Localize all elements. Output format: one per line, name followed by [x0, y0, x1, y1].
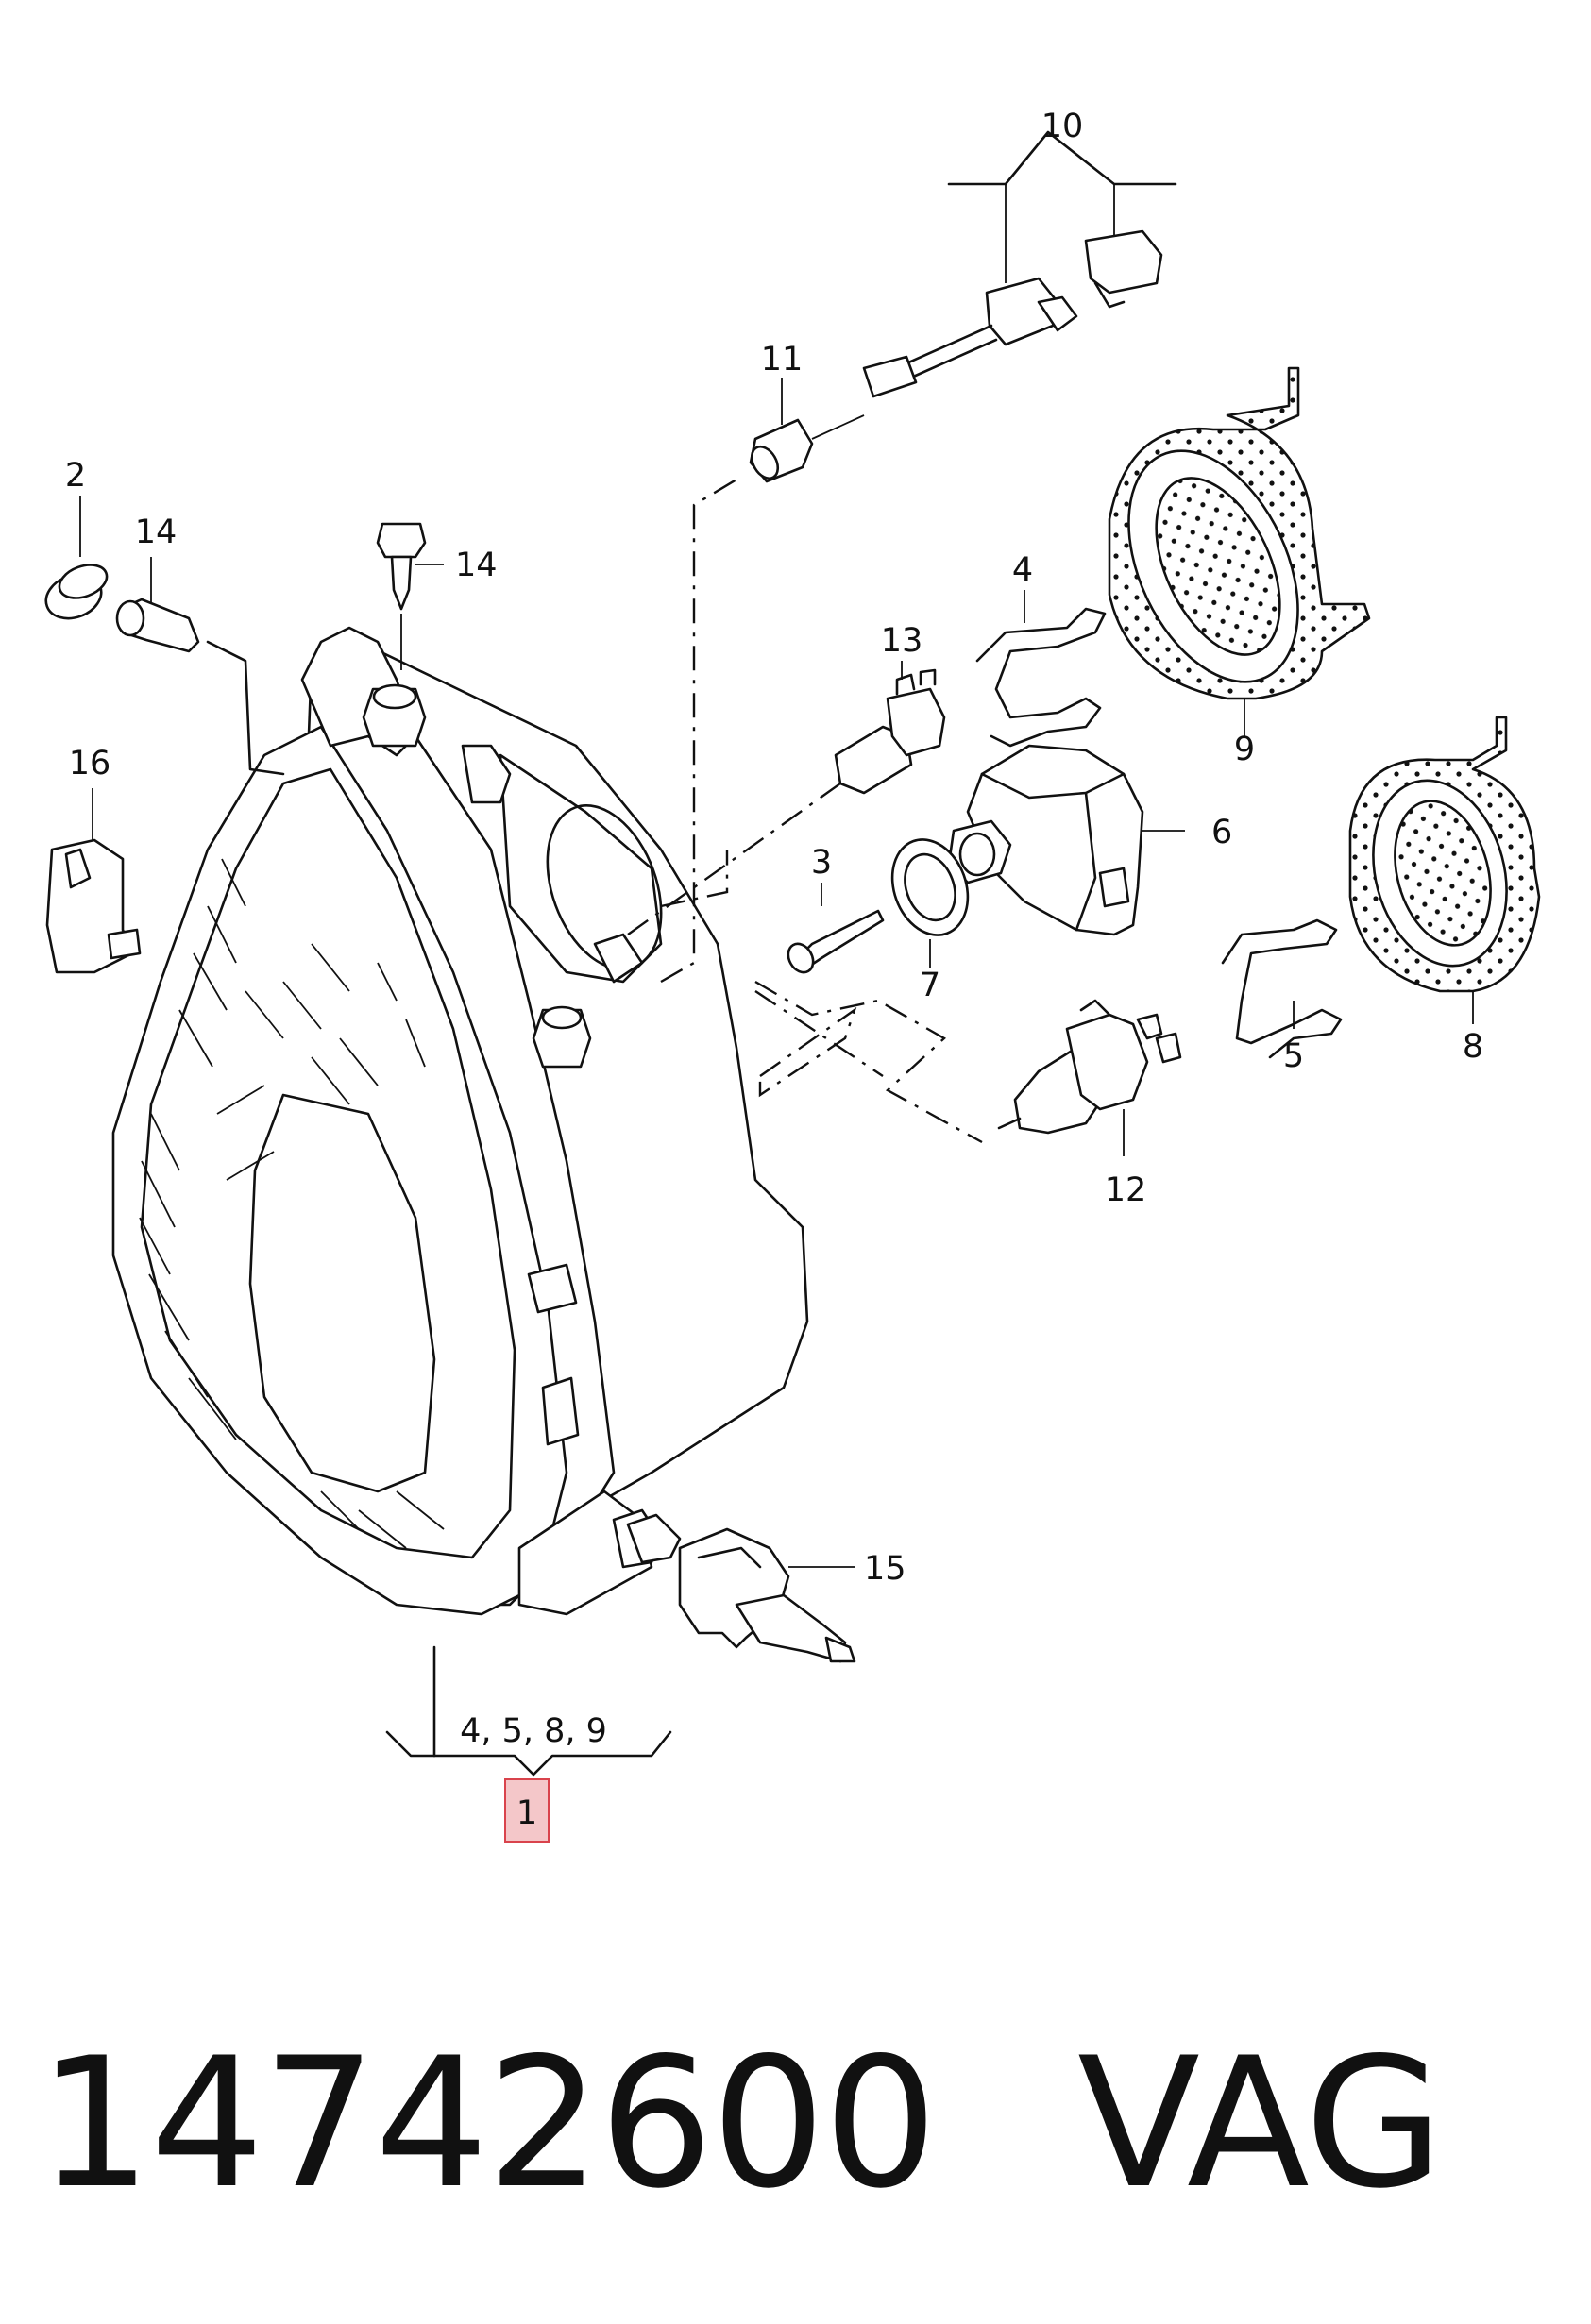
callout-8: 8 [1463, 1028, 1483, 1066]
callout-13: 13 [881, 622, 923, 660]
bulb-part-12 [997, 999, 1182, 1156]
adjusting-screw-part-3 [787, 883, 885, 974]
brand-name: VAG [1077, 2019, 1444, 2228]
connector-bracket-part-15 [626, 1513, 856, 1663]
spring-clip-part-5 [1221, 918, 1343, 1059]
spring-clip-part-4 [975, 590, 1107, 748]
leader-lines [206, 475, 983, 1144]
callout-2: 2 [65, 457, 86, 495]
gasket-part-7 [890, 838, 970, 968]
callout-labels: 1 2 3 4 5 6 7 8 9 10 11 12 13 14 14 15 1… [65, 108, 1483, 1832]
callout-11: 11 [761, 341, 804, 379]
group-bracket [385, 1645, 672, 1777]
headlight-housing [111, 626, 809, 1616]
sealing-cap-part-9 [1108, 366, 1371, 736]
callout-16: 16 [69, 745, 111, 783]
callout-9: 9 [1234, 731, 1255, 768]
callout-6: 6 [1211, 814, 1232, 851]
clip-part-16 [45, 788, 142, 974]
callout-10: 10 [1041, 108, 1084, 145]
exploded-parts-diagram: 1 2 3 4 5 6 7 8 9 10 11 12 13 14 14 15 1… [44, 108, 1541, 1843]
part-number: 14742600 [38, 2019, 938, 2228]
callout-3: 3 [811, 844, 832, 882]
grommet-part-2 [44, 496, 109, 620]
actuator-part-6 [947, 744, 1185, 936]
screw-part-14-top [376, 522, 444, 670]
callout-4: 4 [1012, 551, 1033, 589]
sealing-cap-part-8 [1348, 716, 1541, 1024]
wiring-harness-part-10 [862, 130, 1177, 398]
part-caption: 14742600 VAG [38, 2011, 1444, 2237]
screw-part-14-left [115, 557, 200, 653]
callout-5: 5 [1283, 1037, 1304, 1075]
callout-12: 12 [1105, 1171, 1147, 1209]
callout-7: 7 [920, 967, 940, 1004]
bulb-part-13 [834, 661, 946, 795]
callout-14-top: 14 [455, 547, 498, 584]
callout-group: 4, 5, 8, 9 [460, 1712, 607, 1750]
bulb-part-11 [749, 378, 865, 483]
callout-14-left: 14 [135, 514, 178, 551]
callout-1-highlight [504, 1778, 550, 1843]
lens-hatching [139, 858, 445, 1549]
callout-15: 15 [864, 1550, 906, 1588]
callout-1: 1 [516, 1794, 537, 1832]
